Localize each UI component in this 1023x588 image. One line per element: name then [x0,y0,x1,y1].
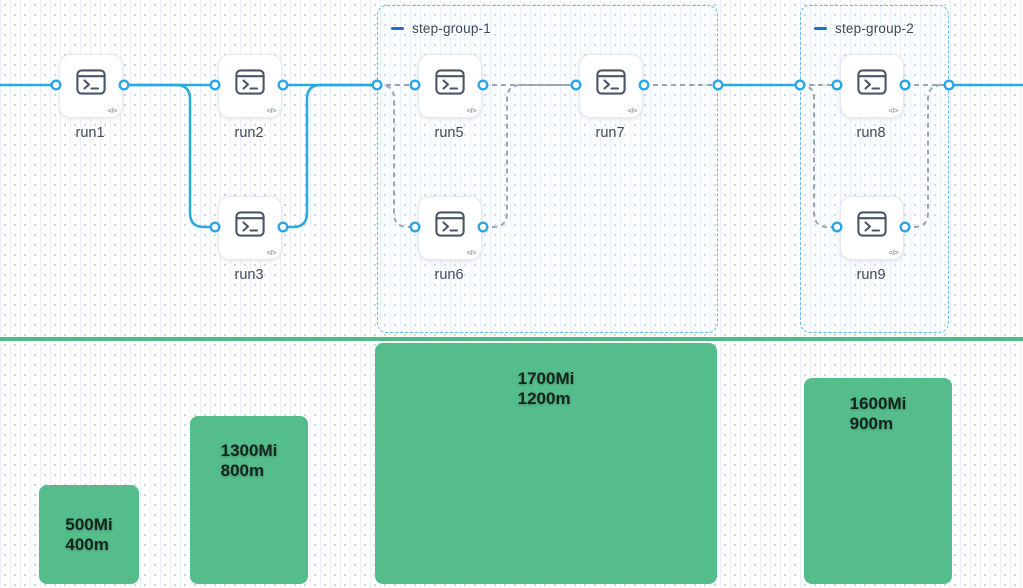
code-icon: </> [266,248,277,257]
cpu-value: 1200m [517,389,571,408]
code-icon: </> [466,248,477,257]
node-label: run7 [595,125,625,141]
terminal-icon [76,69,106,95]
edge-run3-group1 [283,83,377,229]
node-label: run5 [434,125,464,141]
memory-value: 1600Mi [849,394,907,413]
edge-group2in-run9 [799,84,837,228]
task-card[interactable]: </> [218,196,282,260]
code-icon: </> [466,106,477,115]
node-label: run9 [856,267,886,283]
resource-bar: 500Mi 400m [39,485,139,584]
node-run8[interactable]: </> run8 [840,54,904,141]
code-icon: </> [266,106,277,115]
terminal-icon [235,69,265,95]
code-icon: </> [888,248,899,257]
edge-run9-group2out [905,84,949,228]
collapse-icon[interactable] [391,27,404,30]
task-card[interactable]: </> [840,54,904,118]
node-run7[interactable]: </> run7 [579,54,643,141]
node-run6[interactable]: </> run6 [418,196,482,283]
node-label: run2 [234,125,264,141]
node-run1[interactable]: </> run1 [59,54,123,141]
edge-run6-run7 [483,84,576,228]
resource-baseline [0,337,1023,341]
resource-bar-label: 500Mi 400m [65,515,112,584]
task-card[interactable]: </> [418,54,482,118]
task-card[interactable]: </> [579,54,643,118]
code-icon: </> [627,106,638,115]
node-label: run8 [856,125,886,141]
node-label: run1 [75,125,105,141]
cpu-value: 800m [220,461,265,480]
terminal-icon [596,69,626,95]
node-run5[interactable]: </> run5 [418,54,482,141]
resource-bar: 1600Mi 900m [804,378,952,584]
node-run3[interactable]: </> run3 [218,196,282,283]
step-group-1-header: step-group-1 [391,21,491,36]
step-group-2-header: step-group-2 [814,21,914,36]
task-card[interactable]: </> [218,54,282,118]
code-icon: </> [888,106,899,115]
terminal-icon [435,211,465,237]
resource-bar: 1700Mi 1200m [375,343,717,584]
memory-value: 1300Mi [220,441,278,460]
resource-bar-label: 1600Mi 900m [850,394,907,584]
terminal-icon [857,69,887,95]
node-label: run3 [234,267,264,283]
cpu-value: 400m [65,535,109,554]
edge-run1-run3 [124,83,215,229]
step-group-2-container[interactable]: step-group-2 [800,5,949,333]
cpu-value: 900m [849,414,894,433]
task-card[interactable]: </> [418,196,482,260]
group-label: step-group-2 [835,21,914,36]
resource-bar-label: 1300Mi 800m [221,441,278,584]
edges-layer [0,83,1023,229]
edge-group1in-run6 [377,84,415,228]
terminal-icon [235,211,265,237]
memory-value: 1700Mi [517,369,575,388]
node-run2[interactable]: </> run2 [218,54,282,141]
collapse-icon[interactable] [814,27,827,30]
code-icon: </> [107,106,118,115]
memory-value: 500Mi [65,515,113,534]
terminal-icon [435,69,465,95]
node-label: run6 [434,267,464,283]
resource-bar-label: 1700Mi 1200m [518,369,575,584]
terminal-icon [857,211,887,237]
resource-bar: 1300Mi 800m [190,416,308,584]
task-card[interactable]: </> [840,196,904,260]
task-card[interactable]: </> [59,54,123,118]
group-label: step-group-1 [412,21,491,36]
node-run9[interactable]: </> run9 [840,196,904,283]
